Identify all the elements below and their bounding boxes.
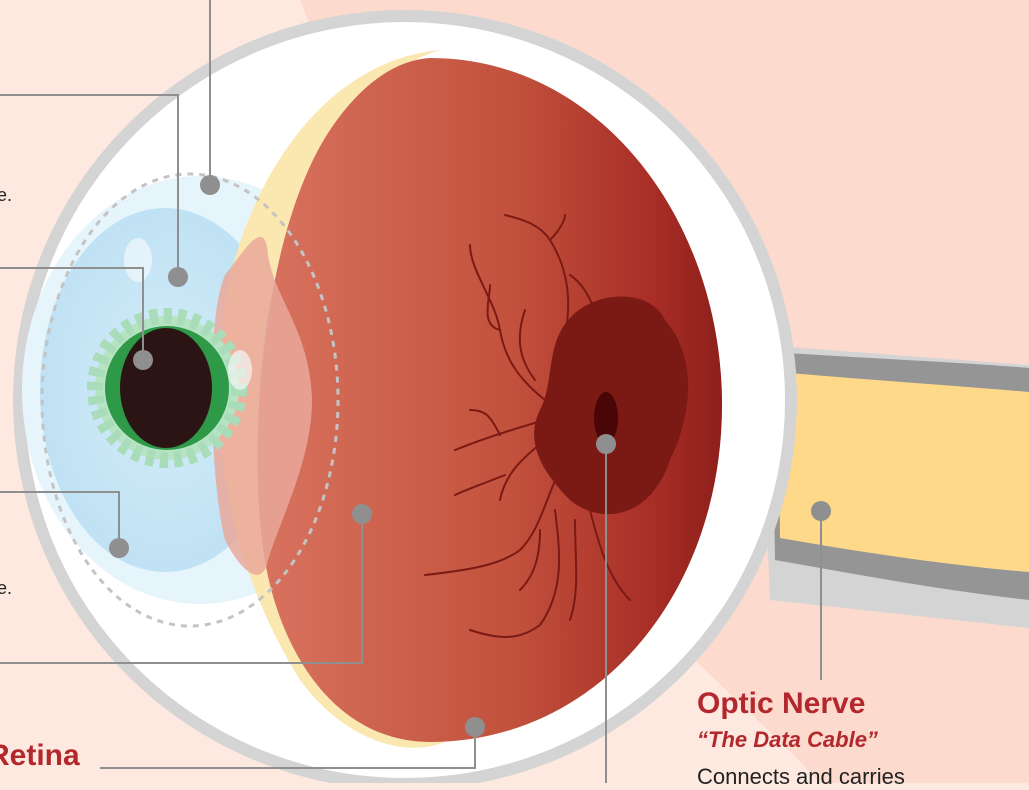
leader-dot-macula xyxy=(596,434,616,454)
label-fragment-b: e. xyxy=(0,578,12,599)
optic-nerve-description: Connects and carries xyxy=(697,764,905,790)
optic-nerve-subtitle: “The Data Cable” xyxy=(697,727,878,753)
leader-dot-optic-nerve xyxy=(811,501,831,521)
retina-title: Retina xyxy=(0,739,80,773)
optic-nerve xyxy=(760,345,1029,628)
leader-dot-lens xyxy=(109,538,129,558)
pupil xyxy=(120,328,212,448)
optic-nerve-title: Optic Nerve xyxy=(697,687,865,721)
leader-dot-ciliary xyxy=(200,175,220,195)
leader-dot-iris xyxy=(168,267,188,287)
leader-dot-vitreous xyxy=(352,504,372,524)
leader-dot-retina xyxy=(465,717,485,737)
label-fragment-a: e. xyxy=(0,185,12,206)
leader-dot-pupil xyxy=(133,350,153,370)
